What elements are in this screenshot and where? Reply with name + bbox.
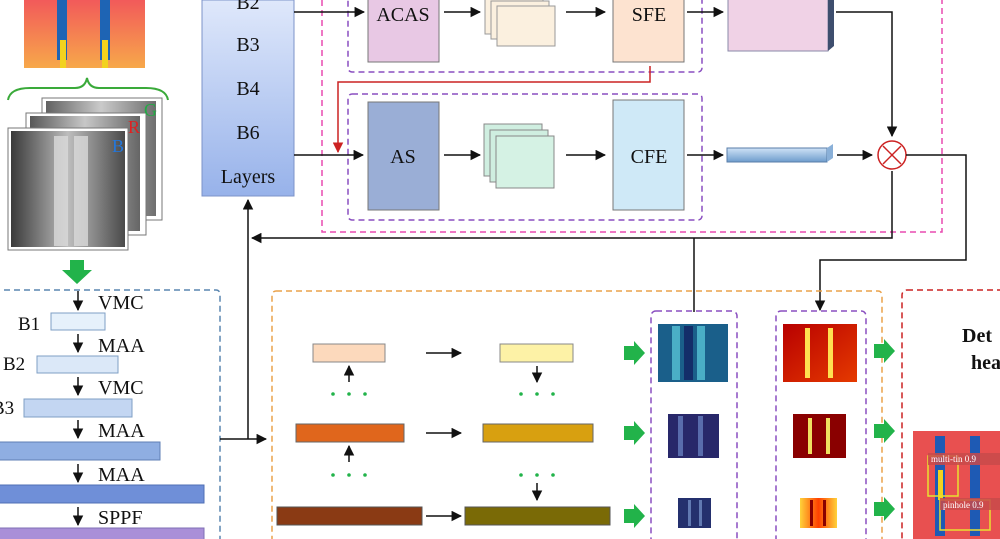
top-branch-frame xyxy=(347,0,703,73)
head-green-arrows xyxy=(874,339,895,521)
detection-label-multi-tin: multi-tin 0.9 xyxy=(931,454,977,464)
detection-head-frame xyxy=(901,289,1000,539)
feature-map-small xyxy=(678,498,711,528)
backbone-block-b4 xyxy=(0,441,161,461)
layer-label-b3: B3 xyxy=(236,34,259,56)
as-block xyxy=(367,101,440,211)
backbone-stage-b2: B2 xyxy=(3,354,25,375)
cfe-block xyxy=(612,99,685,211)
multiply-node xyxy=(877,140,907,170)
acas-label: ACAS xyxy=(376,4,429,26)
feature-map-large xyxy=(658,324,728,382)
acas-block xyxy=(367,0,440,63)
neck-left-top xyxy=(312,343,386,363)
top-output-cube xyxy=(727,0,834,52)
heat-map-medium xyxy=(793,414,846,458)
feature-maps-frame xyxy=(650,310,738,539)
backbone-block-b3 xyxy=(23,398,133,418)
layer-label-b6: B6 xyxy=(236,122,259,144)
neck-right-mid xyxy=(482,423,594,443)
backbone-op-4: MAA xyxy=(98,420,145,442)
layer-label-b2: B2 xyxy=(236,0,259,14)
mid-feature-stack xyxy=(483,123,555,189)
channel-stack xyxy=(7,97,163,251)
backbone-block-b5 xyxy=(0,484,205,504)
pink-frame xyxy=(321,0,943,233)
input-group-brace xyxy=(7,77,169,101)
neck-right-bot xyxy=(464,506,611,526)
detection-result-image xyxy=(913,431,1000,539)
backbone-stage-b1: B1 xyxy=(18,314,40,335)
backbone-op-6: SPPF xyxy=(98,507,143,529)
detection-head-title-1: Det xyxy=(962,325,992,347)
backbone-block-b2 xyxy=(36,355,119,374)
channel-label-g: G xyxy=(144,100,157,120)
neck-right-top xyxy=(499,343,574,363)
input-thermal-image xyxy=(24,0,145,68)
feature-map-medium xyxy=(668,414,719,458)
neck-frame xyxy=(271,290,883,539)
heat-map-large xyxy=(783,324,857,382)
neck-left-bot xyxy=(276,506,423,526)
backbone-op-2: MAA xyxy=(98,335,145,357)
as-label: AS xyxy=(390,146,416,168)
sfe-block xyxy=(612,0,685,63)
neck-left-mid xyxy=(295,423,405,443)
backbone-frame xyxy=(0,289,221,539)
neck-ellipsis-dots xyxy=(331,392,555,477)
cfe-label: CFE xyxy=(631,146,668,168)
neck-green-arrows xyxy=(624,341,645,528)
backbone-op-1: VMC xyxy=(98,292,144,314)
red-connector xyxy=(332,66,651,154)
channel-label-b: B xyxy=(112,136,124,156)
detection-head-title-2: hea xyxy=(971,352,1000,374)
heat-maps-frame xyxy=(775,310,867,539)
backbone-stage-b3: B3 xyxy=(0,398,14,419)
detection-label-pinhole: pinhole 0.9 xyxy=(943,500,984,510)
mid-branch-frame xyxy=(347,93,703,221)
layer-label-layers: Layers xyxy=(221,166,276,188)
layer-label-b4: B4 xyxy=(236,78,259,100)
backbone-block-b1 xyxy=(50,312,106,331)
green-arrow-down xyxy=(62,260,92,284)
sfe-label: SFE xyxy=(632,4,666,26)
layers-column xyxy=(201,0,295,197)
top-feature-stack xyxy=(484,0,556,47)
backbone-op-3: VMC xyxy=(98,377,144,399)
heat-map-small xyxy=(800,498,837,528)
backbone-block-b6 xyxy=(0,527,205,539)
backbone-op-5: MAA xyxy=(98,464,145,486)
mid-output-bar xyxy=(726,144,833,163)
channel-label-r: R xyxy=(128,117,140,137)
